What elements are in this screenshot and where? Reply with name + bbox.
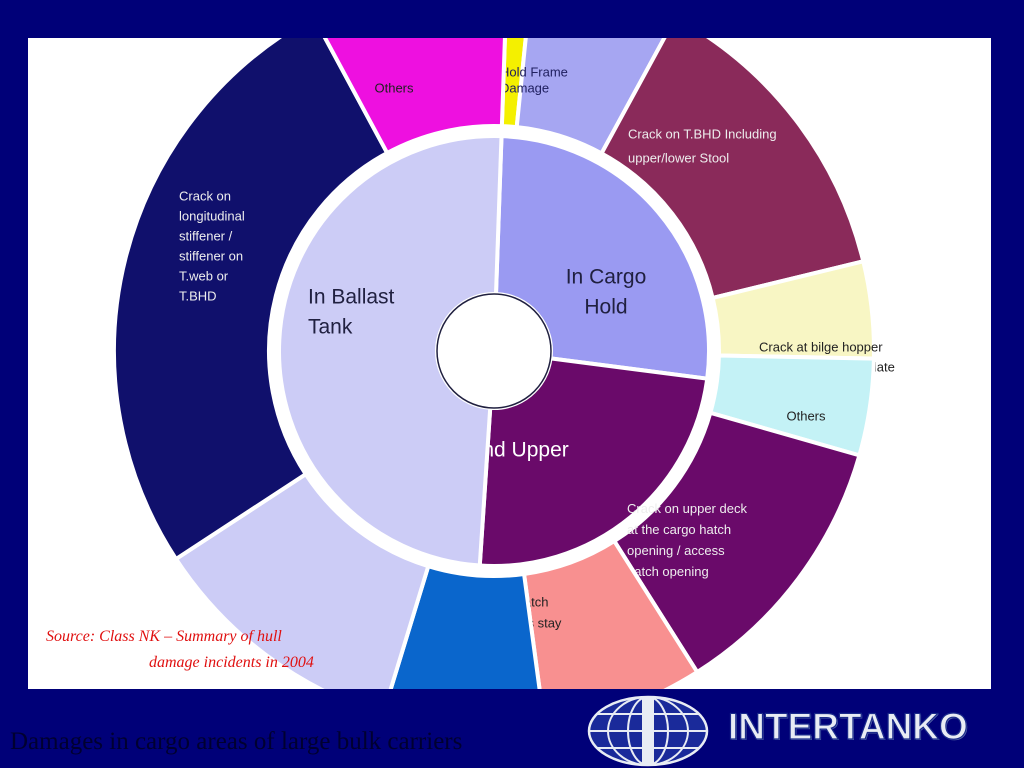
outer-slice-6 (521, 538, 700, 689)
source-note-line2: damage incidents in 2004 (149, 654, 314, 671)
chart-center-hole (436, 293, 552, 409)
outer-slice-label-4: Others (786, 409, 826, 424)
source-note-line1: Source: Class NK – Summary of hull (46, 628, 282, 645)
slide-title: Damages in cargo areas of large bulk car… (10, 728, 463, 755)
brand-logo-text: INTERTANKO (727, 705, 968, 747)
outer-slice-7 (388, 563, 542, 689)
outer-slice-label-10: Others (374, 81, 414, 96)
outer-slice-1 (514, 38, 667, 157)
outer-slice-10 (322, 38, 507, 156)
outer-slice-9 (112, 38, 390, 562)
globe-logo-icon (587, 695, 709, 767)
